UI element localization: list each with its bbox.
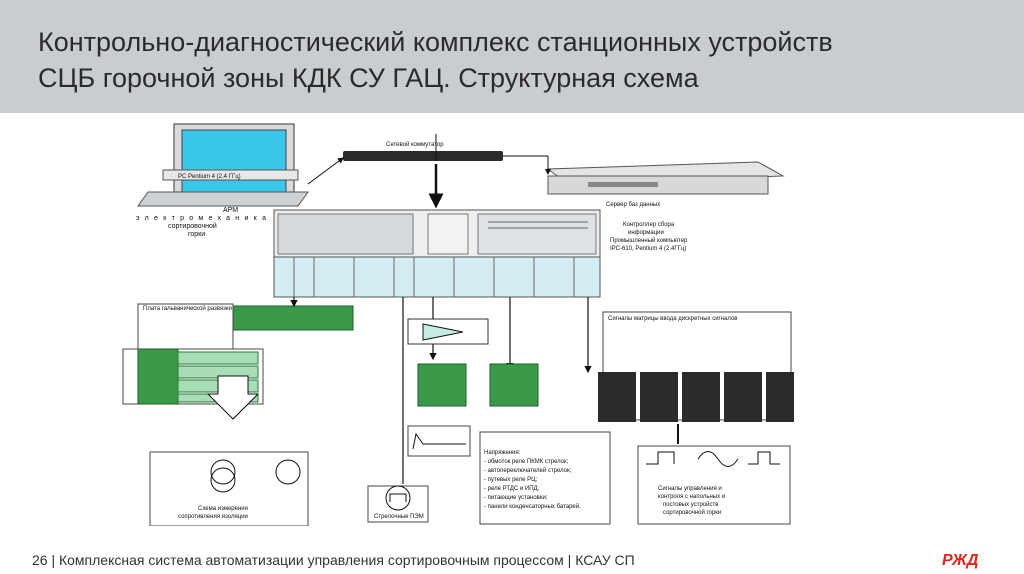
voltage-item-3: - путевых реле РЦ;: [484, 477, 538, 483]
network-switch: Сетевой коммутатор: [343, 141, 503, 161]
connection-lines: [307, 134, 551, 209]
controller-labels: Контроллер сбора информации Промышленный…: [610, 222, 688, 252]
controller-label-4: IPC-610, Pentium 4 (2.4ГГц): [610, 246, 686, 252]
discrete-matrix: Сигналы матрицы ввода дискретных сигнало…: [598, 311, 794, 444]
workstation-labels: АРМ электромеханика сортировочной горки: [136, 207, 266, 238]
voltage-item-6: - панели конденсаторных батарей.: [484, 503, 581, 510]
voltage-item-2: - автопереключателей стрелок;: [484, 467, 572, 474]
signals-label-4: сортировочной горки: [663, 509, 721, 516]
monitor-caption: PC Pentium 4 (2.4 ГГц): [178, 174, 241, 180]
signals-label-1: Сигналы управления и: [658, 486, 722, 492]
controller-label-3: Промышленный компьютер: [610, 237, 688, 244]
insulation-board: Плата гальванической развязки Схема изме…: [122, 303, 354, 526]
database-server: Сервер баз данных: [546, 161, 785, 208]
structural-diagram: PC Pentium 4 (2.4 ГГц) АРМ электромехани…: [122, 123, 794, 526]
insulation-label: Плата гальванической развязки: [143, 305, 232, 312]
measure-label-2: сопротивления изоляции: [178, 514, 248, 520]
signals-block: Сигналы управления и контроля с напольны…: [637, 445, 791, 525]
signals-label-2: контроля с напольных и: [658, 494, 725, 500]
io-boards: Напряжения: - обмоток реле ПКМК стрелок;…: [367, 318, 611, 525]
switch-label: Сетевой коммутатор: [386, 141, 444, 148]
voltage-item-5: - питающие установки;: [484, 495, 548, 501]
rzd-logo: РЖД: [942, 552, 979, 569]
voltage-item-4: - реле РТДС и ИПД;: [484, 486, 540, 492]
industrial-controller: [273, 209, 601, 298]
workstation-label-3: сортировочной: [168, 222, 217, 230]
voltage-item-1: - обмоток реле ПКМК стрелок;: [484, 459, 569, 465]
signals-label-3: постовых устройств: [663, 501, 718, 508]
slide-footer: 26 | Комплексная система автоматизации у…: [0, 548, 1024, 574]
workstation-label-1: АРМ: [223, 207, 238, 214]
footer-text: 26 | Комплексная система автоматизации у…: [32, 552, 635, 568]
measure-label-1: Схема измерения: [198, 506, 248, 512]
discrete-title: Сигналы матрицы ввода дискретных сигнало…: [608, 316, 737, 322]
title-line-2: СЦБ горочной зоны КДК СУ ГАЦ. Структурна…: [38, 63, 699, 93]
title-line-1: Контрольно-диагностический комплекс стан…: [38, 27, 833, 57]
pem-label: Стрелочные ПЭМ: [374, 514, 424, 520]
workstation-label-4: горки: [188, 231, 205, 238]
slide-header: Контрольно-диагностический комплекс стан…: [0, 0, 1024, 113]
controller-drops: [290, 297, 592, 484]
workstation-monitor: PC Pentium 4 (2.4 ГГц): [137, 123, 309, 207]
logo-text: РЖД: [942, 552, 979, 569]
controller-label-2: информации: [628, 230, 664, 236]
slide-title: Контрольно-диагностический комплекс стан…: [38, 24, 998, 96]
server-label: Сервер баз данных: [606, 202, 660, 208]
controller-label-1: Контроллер сбора: [623, 222, 675, 228]
workstation-label-2: электромеханика: [136, 215, 266, 222]
voltage-title: Напряжения:: [484, 450, 521, 456]
